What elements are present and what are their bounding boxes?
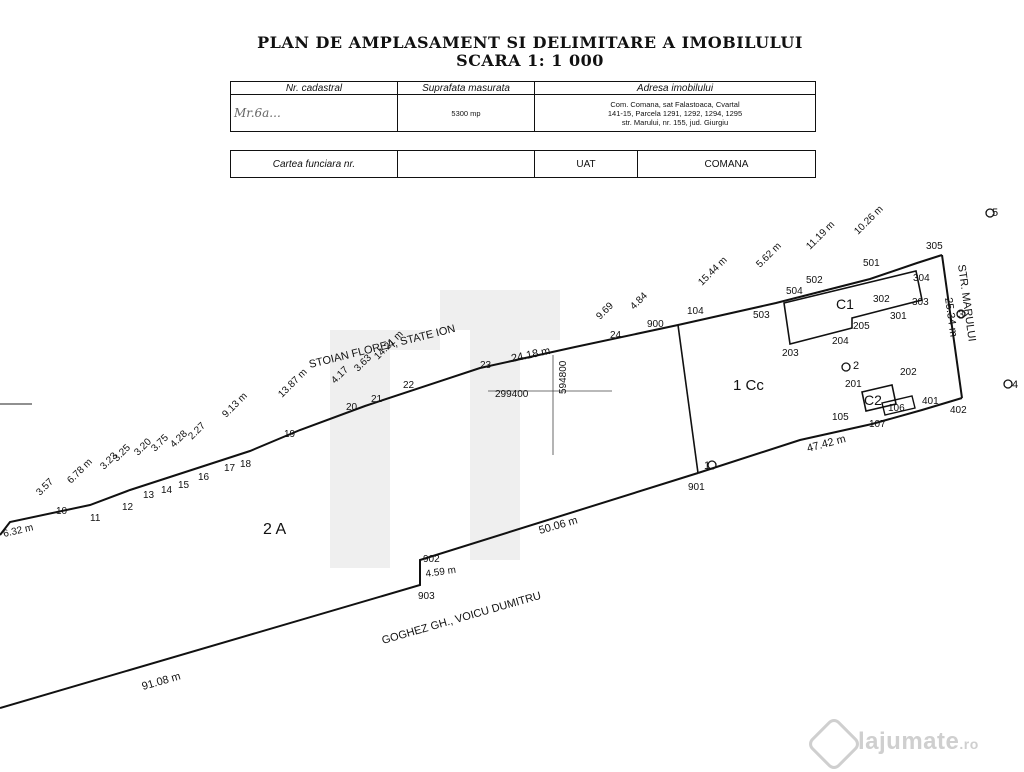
- point-15: 15: [178, 480, 190, 491]
- point-303: 303: [912, 297, 929, 308]
- point-305: 305: [926, 241, 943, 252]
- watermark-shape: [330, 290, 560, 568]
- point-106: 106: [888, 403, 905, 414]
- point-203: 203: [782, 348, 799, 359]
- point-10: 10: [56, 506, 68, 517]
- address-line-2: 141-15, Parcela 1291, 1292, 1294, 1295: [607, 108, 743, 118]
- dist-4-59: 4.59 m: [425, 565, 457, 580]
- survey-marker-1: 1: [704, 460, 717, 472]
- point-16: 16: [198, 472, 210, 483]
- point-14: 14: [161, 485, 173, 496]
- dist-47-42: 47.42 m: [806, 433, 848, 455]
- area-value: 5300 mp: [397, 94, 535, 132]
- point-900: 900: [647, 319, 664, 330]
- address-line-1: Com. Comana, sat Falastoaca, Cvartal: [610, 99, 740, 109]
- dist-11-19: 11.19 m: [804, 219, 837, 252]
- address-value: Com. Comana, sat Falastoaca, Cvartal 141…: [534, 94, 816, 132]
- svg-text:4: 4: [1012, 379, 1018, 391]
- land-register-table: Cartea funciara nr. UAT COMANA: [230, 150, 816, 178]
- dist-9-69: 9.69: [594, 300, 616, 322]
- title-line-2: SCARA 1: 1 000: [456, 51, 604, 70]
- point-17: 17: [224, 463, 236, 474]
- point-903: 903: [418, 591, 435, 602]
- point-201: 201: [845, 379, 862, 390]
- parcel-south-boundary-lot1: [697, 397, 963, 474]
- dist-4-28: 4.28: [168, 428, 190, 450]
- point-302: 302: [873, 294, 890, 305]
- street-boundary: [941, 254, 963, 399]
- point-12: 12: [122, 502, 134, 513]
- point-502: 502: [806, 275, 823, 286]
- point-401: 401: [922, 396, 939, 407]
- survey-marker-4: 4: [1003, 379, 1018, 391]
- carte-funciara-label: Cartea funciara nr.: [230, 150, 398, 178]
- point-902: 902: [423, 554, 440, 565]
- dist-91-08: 91.08 m: [141, 670, 183, 692]
- building-c1: [783, 270, 923, 345]
- point-19: 19: [284, 429, 296, 440]
- watermark-brand: lajumate.ro: [858, 728, 979, 756]
- lot-division-line: [677, 324, 699, 474]
- svg-text:2: 2: [853, 360, 859, 372]
- point-20: 20: [346, 402, 358, 413]
- point-18: 18: [240, 459, 252, 470]
- neighbor-south-label: GOGHEZ GH., VOICU DUMITRU: [381, 590, 543, 647]
- watermark-tld: .ro: [959, 736, 979, 752]
- point-304: 304: [913, 273, 930, 284]
- dist-4-84: 4.84: [628, 290, 650, 312]
- point-13: 13: [143, 490, 155, 501]
- lot-2-label: 2 A: [263, 521, 286, 538]
- point-205: 205: [853, 321, 870, 332]
- point-503: 503: [753, 310, 770, 321]
- lot-1-label: 1 Cc: [733, 377, 764, 394]
- plan-title: PLAN DE AMPLASAMENT SI DELIMITARE A IMOB…: [240, 34, 820, 70]
- survey-marker-3: 3: [956, 309, 966, 321]
- survey-marker-5: 5: [985, 207, 998, 219]
- building-c2-label: C2: [864, 392, 882, 408]
- dist-2-27: 2.27: [186, 420, 208, 442]
- dist-3-25: 3.25: [111, 442, 133, 464]
- point-21: 21: [371, 394, 383, 405]
- point-204: 204: [832, 336, 849, 347]
- point-501: 501: [863, 258, 880, 269]
- point-104: 104: [687, 306, 704, 317]
- dist-3-57: 3.57: [34, 476, 56, 498]
- svg-text:1: 1: [704, 460, 710, 472]
- address-line-3: str. Marului, nr. 155, jud. Giurgiu: [621, 117, 729, 127]
- grid-y-coordinate: 594800: [558, 360, 569, 394]
- watermark-brand-text: lajumate: [858, 728, 960, 755]
- uat-value: COMANA: [637, 150, 816, 178]
- carte-funciara-value: [397, 150, 535, 178]
- point-23: 23: [480, 360, 492, 371]
- point-402: 402: [950, 405, 967, 416]
- parcel-south-boundary-lot2: [0, 472, 699, 709]
- dist-25-34: 25.34 m: [942, 297, 959, 338]
- building-c1-label: C1: [836, 296, 854, 312]
- dist-5-62: 5.62 m: [754, 241, 783, 270]
- dist-9-13: 9.13 m: [220, 391, 249, 420]
- dist-10-26: 10.26 m: [852, 204, 885, 237]
- point-504: 504: [786, 286, 803, 297]
- dist-6-78: 6.78 m: [65, 457, 94, 486]
- point-22: 22: [403, 380, 415, 391]
- svg-text:5: 5: [992, 207, 998, 219]
- cadastral-info-table: Nr. cadastral Suprafata masurata Adresa …: [230, 81, 816, 132]
- point-24: 24: [610, 330, 622, 341]
- building-c2: [861, 384, 897, 412]
- grid-x-coordinate: 299400: [495, 389, 529, 400]
- annex-106: [881, 395, 916, 416]
- dist-13-87: 13.87 m: [276, 367, 309, 400]
- point-107: 107: [869, 419, 886, 430]
- point-901: 901: [688, 482, 705, 493]
- point-105: 105: [832, 412, 849, 423]
- svg-text:3: 3: [958, 309, 964, 321]
- point-202: 202: [900, 367, 917, 378]
- title-line-1: PLAN DE AMPLASAMENT SI DELIMITARE A IMOB…: [257, 33, 803, 52]
- point-301: 301: [890, 311, 907, 322]
- point-11: 11: [90, 513, 101, 524]
- dist-15-44: 15.44 m: [696, 255, 729, 288]
- parcel-north-boundary: [0, 254, 943, 536]
- survey-marker-2: 2: [841, 360, 859, 372]
